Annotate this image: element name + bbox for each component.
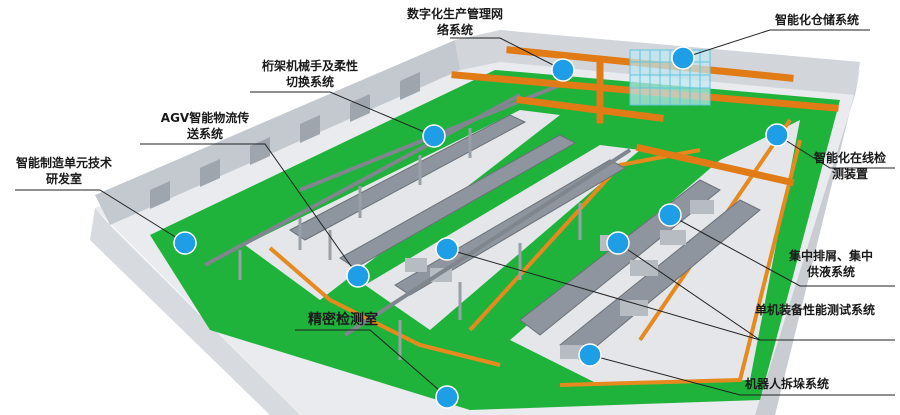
label-gantry-line1: 桁架机械手及柔性 [261, 59, 358, 73]
dot-agv-line [435, 237, 459, 261]
leader-inspection [776, 134, 895, 169]
label-testing: 单机装备性能测试系统 [755, 302, 875, 318]
label-inspection: 智能化在线检 测装置 [800, 150, 900, 182]
label-chip-line2: 供液系统 [806, 265, 855, 279]
label-chip: 集中排屑、集中 供液系统 [775, 248, 887, 280]
label-rnd: 智能制造单元技术 研发室 [8, 155, 120, 187]
leader-lines [15, 29, 895, 398]
gantry-pillars [238, 128, 582, 360]
callout-dots [173, 46, 789, 409]
label-gantry: 桁架机械手及柔性 切换系统 [250, 58, 370, 90]
label-network-line1: 数字化生产管理网 [406, 7, 503, 21]
dot-precision [435, 385, 459, 409]
label-chip-line1: 集中排屑、集中 [788, 249, 873, 263]
label-inspection-line2: 测装置 [831, 167, 868, 181]
label-network: 数字化生产管理网 络系统 [395, 6, 515, 38]
leader-gantry [250, 91, 435, 137]
left-wall-windows [150, 72, 420, 209]
leader-warehouse [682, 29, 870, 59]
label-agv: AGV智能物流传 送系统 [150, 110, 260, 142]
label-robot: 机器人拆垛系统 [745, 376, 829, 392]
leader-chip [669, 214, 895, 287]
label-inspection-line1: 智能化在线检 [813, 151, 886, 165]
leader-robot [589, 354, 895, 396]
label-network-line2: 络系统 [436, 23, 473, 37]
leader-network [450, 37, 564, 71]
dot-testing [606, 231, 630, 255]
dot-chip [658, 203, 682, 227]
leader-testing-2 [446, 248, 761, 341]
dot-inspection [765, 123, 789, 147]
dot-agv [346, 264, 370, 288]
label-rnd-line2: 研发室 [45, 172, 82, 186]
leader-agv [140, 143, 359, 277]
dot-warehouse [671, 46, 695, 70]
leader-rnd [15, 189, 186, 244]
leader-precision [295, 329, 448, 398]
left-wall [95, 40, 460, 225]
dot-gantry [422, 124, 446, 148]
label-robot-text: 机器人拆垛系统 [745, 377, 830, 391]
warehouse-rack [629, 49, 711, 106]
label-gantry-line2: 切换系统 [285, 75, 334, 89]
label-rnd-line1: 智能制造单元技术 [15, 156, 112, 170]
label-warehouse-text: 智能化仓储系统 [775, 13, 860, 27]
label-precision: 精密检测室 [308, 312, 378, 328]
label-precision-text: 精密检测室 [308, 312, 378, 328]
label-warehouse: 智能化仓储系统 [775, 12, 859, 28]
label-testing-text: 单机装备性能测试系统 [755, 303, 876, 317]
label-agv-line1: AGV智能物流传 [160, 111, 250, 125]
dot-network [551, 58, 575, 82]
zone-c [510, 120, 800, 385]
label-agv-line2: 送系统 [186, 127, 223, 141]
dot-robot [578, 343, 602, 367]
front-ledge [90, 208, 300, 415]
zone-a [245, 110, 560, 300]
dot-rnd [173, 231, 197, 255]
